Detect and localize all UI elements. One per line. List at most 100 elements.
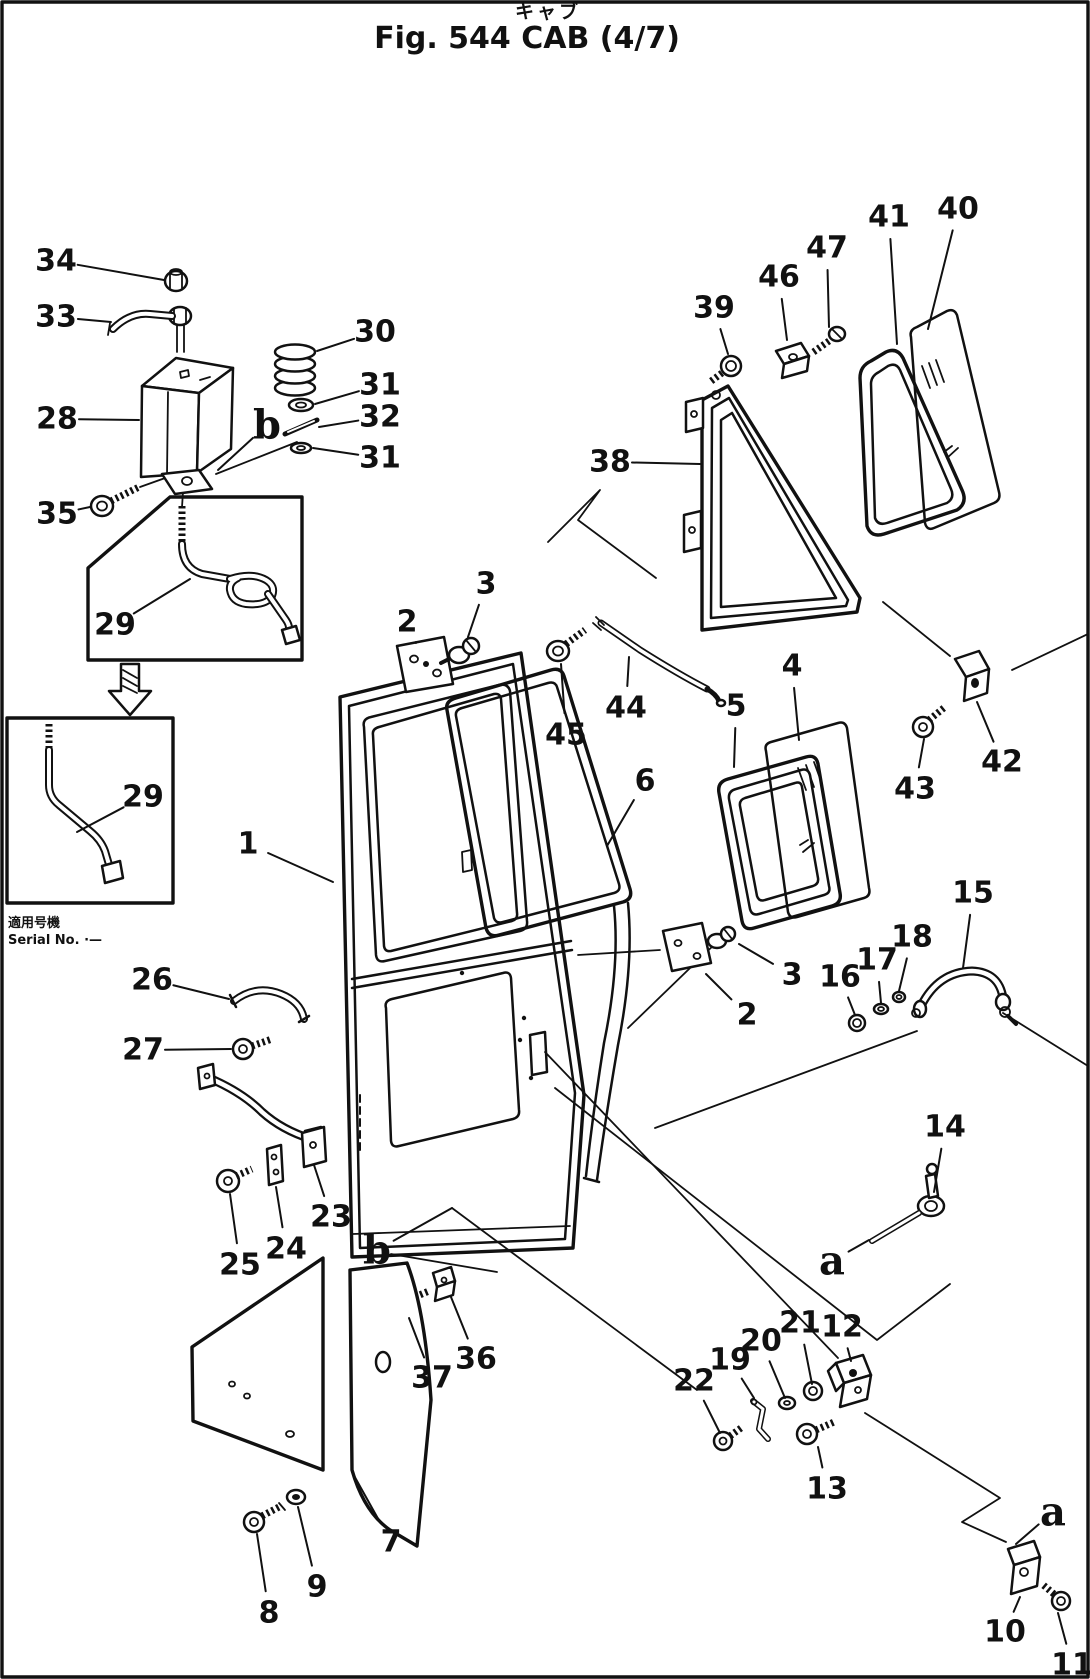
nut-icon: [847, 1013, 867, 1033]
reference-letter-leader: [392, 1207, 453, 1242]
part-callout-leader: [313, 1164, 326, 1198]
part-callout-leader: [314, 390, 360, 405]
part-callout-leader: [77, 418, 140, 421]
part-callout-leader: [898, 957, 908, 992]
door-corner-panel: [348, 1261, 433, 1548]
part-callout-leader: [917, 738, 925, 769]
part-callout-leader: [719, 328, 729, 355]
screw-icon: [712, 1425, 744, 1452]
part-callouts: 1223345678910111213141516171819202122232…: [35, 192, 1090, 1679]
part-callout-leader: [76, 806, 125, 833]
part-callout: 9: [307, 1570, 328, 1605]
screw-icon: [89, 483, 141, 518]
part-callout: 24: [265, 1232, 307, 1267]
part-callout: 44: [605, 691, 647, 726]
part-callout-leader: [560, 663, 566, 715]
part-callout: 26: [131, 963, 173, 998]
part-callout-leader: [846, 1347, 852, 1362]
part-callout-leader: [878, 980, 882, 1004]
tube-nut-icon: [107, 305, 193, 336]
part-callout-leader: [705, 973, 733, 1001]
clip-icon: [431, 1265, 457, 1303]
serial-note-kana: 適用号機: [8, 915, 60, 931]
part-callout-leader: [803, 1343, 813, 1385]
part-callout-leader: [351, 1471, 382, 1524]
part-callout: 4: [782, 649, 803, 684]
screw-icon: [1039, 1581, 1072, 1612]
bolt-icon: [707, 354, 743, 385]
part-callout-leader: [76, 317, 112, 323]
figure-title: Fig. 544 CAB (4/7): [374, 21, 680, 56]
part-callout: 3: [476, 567, 497, 602]
bolt-icon: [795, 1418, 836, 1446]
part-callout: 34: [35, 244, 77, 279]
down-arrow-icon: [107, 662, 153, 717]
cap-nut-icon: [163, 268, 189, 293]
part-callout-leader: [606, 798, 635, 847]
part-callout: 27: [122, 1033, 164, 1068]
part-callout: 5: [726, 689, 747, 724]
clip-icon: [774, 341, 811, 380]
bolt-icon: [231, 1035, 274, 1061]
part-callout-leader: [780, 297, 788, 341]
part-callout-leader: [450, 1296, 469, 1340]
door-weatherstrip: [445, 667, 633, 1184]
part-callout-leader: [275, 1186, 284, 1229]
rear-window-glass: [764, 721, 871, 919]
part-callout-leader: [626, 656, 630, 688]
latch-assembly: [826, 1353, 873, 1409]
part-callout-leader: [297, 1506, 313, 1567]
part-callout: 31: [359, 441, 401, 476]
part-callout-leader: [738, 943, 775, 965]
part-callout-leader: [933, 1147, 943, 1193]
hinge-upper: [395, 635, 481, 694]
screw-icon: [911, 704, 948, 739]
bolt-icon: [215, 1165, 254, 1194]
part-callout: 21: [779, 1306, 821, 1341]
part-callout-leader: [817, 1446, 824, 1469]
part-callout: 38: [589, 445, 631, 480]
reference-letter: b: [253, 402, 281, 449]
part-callout-leader: [1057, 1612, 1068, 1645]
reference-letter-leader: [847, 1239, 870, 1253]
part-callout: 12: [821, 1310, 863, 1345]
part-callout: 46: [758, 260, 800, 295]
washer-icon: [891, 990, 907, 1004]
part-callout-leader: [793, 686, 800, 741]
part-callout: 40: [937, 192, 979, 227]
part-callout-leader: [267, 851, 334, 883]
bracket-icon: [300, 1125, 328, 1169]
part-callout-leader: [163, 1048, 232, 1051]
reference-letter: b: [363, 1227, 391, 1274]
cover-panel: [190, 1256, 325, 1472]
part-callout: 2: [737, 998, 758, 1033]
part-callout: 39: [693, 291, 735, 326]
bracket-icon: [953, 649, 991, 703]
part-callout: 35: [36, 497, 78, 532]
part-callout: 31: [359, 368, 401, 403]
part-callout-leader: [962, 913, 972, 969]
part-callout: 19: [709, 1343, 751, 1378]
part-callout-leader: [847, 996, 856, 1016]
part-callout: 29: [94, 608, 136, 643]
part-callout-leader: [316, 337, 356, 352]
spring-icon: [273, 343, 317, 397]
part-callout: 32: [359, 400, 401, 435]
washer-icon: [872, 1002, 890, 1016]
part-callout-leader: [77, 506, 91, 511]
part-callout: 30: [354, 315, 396, 350]
reference-letter-leader: [1015, 1523, 1040, 1545]
inside-handle: [228, 986, 311, 1024]
pin-icon: [282, 417, 320, 437]
quarter-window-seal: [858, 348, 966, 537]
part-callout: 18: [891, 920, 933, 955]
part-callout: 36: [455, 1342, 497, 1377]
grommet-icon: [285, 1488, 307, 1506]
part-callout: 13: [806, 1472, 848, 1507]
part-callout: 16: [819, 960, 861, 995]
part-callout: 6: [635, 764, 656, 799]
part-callout: 17: [856, 943, 898, 978]
